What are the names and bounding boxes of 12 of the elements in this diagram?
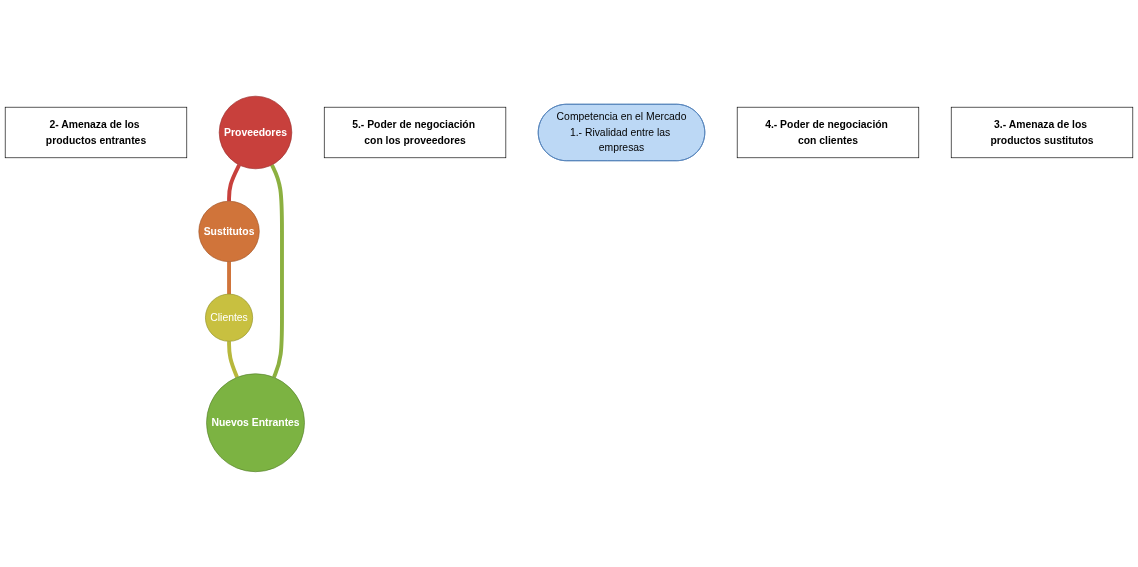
node-circle: Nuevos Entrantes — [206, 372, 305, 472]
node-box: 3.- Amenaza de los productos sustitutos — [950, 106, 1134, 158]
node-box: 2- Amenaza de los productos entrantes — [4, 106, 188, 158]
node-circle: Clientes — [205, 293, 253, 342]
node-circle: Proveedores — [218, 95, 293, 169]
connector — [227, 261, 231, 294]
connector — [270, 163, 284, 378]
node-box: 4.- Poder de negociación con clientes — [736, 106, 920, 158]
node-circle: Sustitutos — [198, 200, 260, 262]
connector — [227, 163, 241, 201]
connector — [227, 340, 239, 378]
node-box: 5.- Poder de negociación con los proveedores — [323, 106, 507, 158]
